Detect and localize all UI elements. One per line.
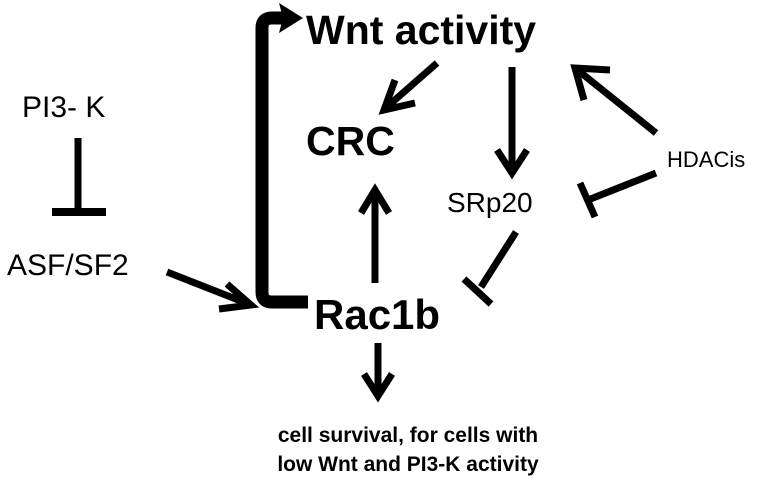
arrow-rac1b-to-crc (358, 183, 392, 283)
inhibit-hdacis-to-srp20 (576, 169, 658, 219)
arrow-rac1b-to-survival (361, 343, 395, 403)
node-survival-line1: cell survival, for cells with (278, 424, 538, 447)
node-hdacis: HDACis (667, 147, 745, 172)
node-survival-line2: low Wnt and PI3-K activity (277, 453, 539, 476)
arrow-wnt-to-srp20 (494, 67, 530, 180)
inhibit-pi3k-to-asf (52, 138, 106, 216)
feedback-arrow-rac1b-to-wnt (255, 11, 308, 309)
arrow-wnt-to-crc (378, 60, 440, 115)
arrow-hdacis-to-wnt (570, 64, 659, 136)
node-srp20: SRp20 (447, 187, 533, 218)
node-rac1b: Rac1b (314, 291, 440, 338)
arrow-asf-to-rac1b (165, 268, 260, 313)
inhibit-srp20-to-rac1b (461, 230, 519, 307)
node-pi3k: PI3- K (22, 91, 105, 124)
node-asf-sf2: ASF/SF2 (7, 249, 129, 282)
node-wnt-activity: Wnt activity (306, 7, 536, 53)
feedback-arrowhead (279, 3, 303, 33)
node-crc: CRC (306, 118, 395, 164)
